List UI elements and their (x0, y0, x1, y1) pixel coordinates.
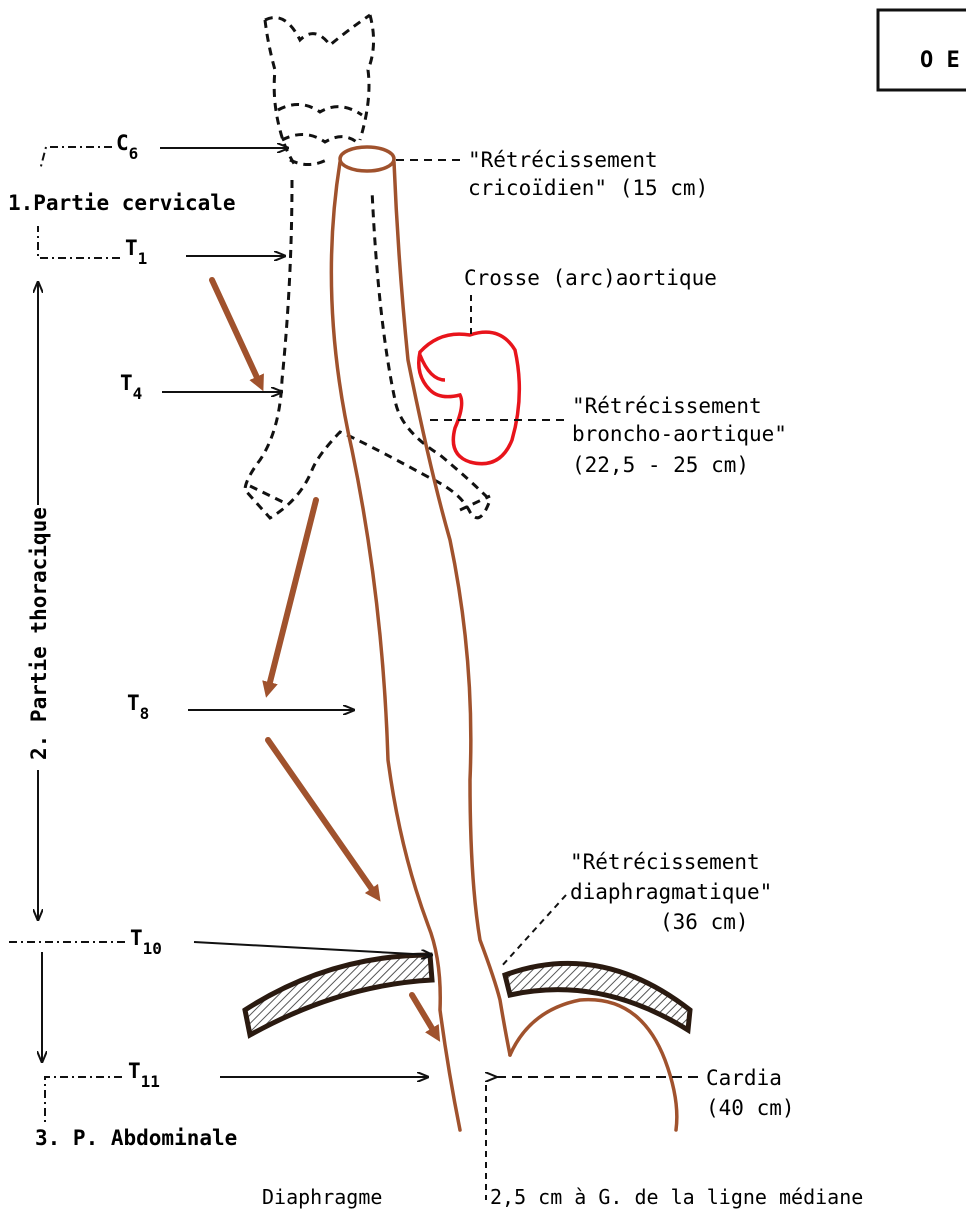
bronchoaortic-label-line2: broncho-aortique" (572, 422, 787, 446)
diaphragmatic-label-line3: (36 cm) (660, 910, 749, 934)
aortic-arch (419, 332, 520, 464)
level-c6: C6 (40, 131, 288, 170)
bronchoaortic-label-line3: (22,5 - 25 cm) (572, 453, 749, 477)
diaphragm-label: Diaphragme (262, 1185, 382, 1209)
level-t11: T11 (45, 1059, 428, 1125)
section-abdominal: 3. P. Abdominale (35, 1126, 237, 1150)
svg-text:C6: C6 (116, 131, 138, 163)
diaphragmatic-label-line2: diaphragmatique" (570, 880, 772, 904)
midline-label: 2,5 cm à G. de la ligne médiane (490, 1185, 863, 1209)
title-box: O E (878, 10, 966, 90)
cardia-label-line2: (40 cm) (706, 1096, 795, 1120)
bronchoaortic-label-line1: "Rétrécissement (572, 394, 762, 418)
descent-arrows (212, 280, 436, 1035)
svg-text:T11: T11 (128, 1059, 160, 1091)
svg-text:T8: T8 (127, 691, 149, 723)
svg-text:T4: T4 (120, 371, 142, 403)
section-cervical: 1.Partie cervicale (8, 191, 236, 215)
section-thoracic: 2. Partie thoracique (27, 507, 51, 760)
level-t1: T1 (38, 226, 285, 268)
svg-text:T1: T1 (125, 236, 147, 268)
diaphragmatic-label-line1: "Rétrécissement (570, 850, 760, 874)
cricoid-label-line1: "Rétrécissement (468, 148, 658, 172)
diaphragm (245, 955, 690, 1035)
svg-text:T10: T10 (130, 926, 162, 958)
cardia-label-line1: Cardia (706, 1066, 782, 1090)
cricoid-label-line2: cricoïdien" (15 cm) (468, 176, 708, 200)
level-t10: T10 (5, 926, 432, 958)
aortic-arch-label: Crosse (arc)aortique (464, 266, 717, 290)
cricoid-opening (340, 147, 394, 171)
title-text: O E (920, 48, 960, 73)
level-t8: T8 (127, 691, 354, 723)
